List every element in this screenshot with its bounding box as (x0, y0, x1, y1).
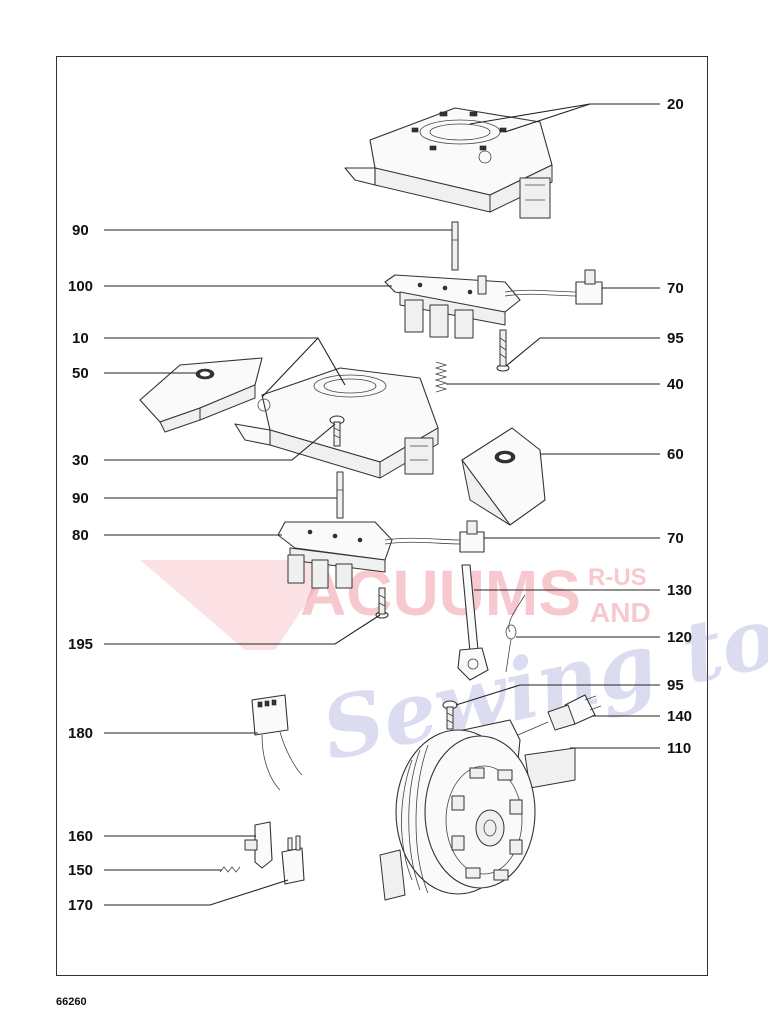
part-90-rod-lower (336, 471, 344, 519)
label-120: 120 (667, 629, 692, 646)
label-95-lower: 95 (667, 677, 684, 694)
part-195-screw (375, 587, 389, 619)
part-labels: 20 90 100 70 95 10 50 40 30 60 90 80 70 … (68, 96, 692, 914)
label-70-upper: 70 (667, 280, 684, 297)
label-10: 10 (72, 330, 89, 347)
part-120-spring (505, 594, 526, 673)
part-30-screw (329, 415, 345, 447)
watermark-v-shape (140, 560, 335, 650)
label-100: 100 (68, 278, 93, 295)
part-90-rod-upper (451, 221, 459, 271)
label-70-lower: 70 (667, 530, 684, 547)
label-130: 130 (667, 582, 692, 599)
label-140: 140 (667, 708, 692, 725)
part-130-lever (457, 564, 489, 681)
part-20-upper-cover (344, 107, 553, 219)
label-195: 195 (68, 636, 93, 653)
label-60: 60 (667, 446, 684, 463)
label-160: 160 (68, 828, 93, 845)
document-code: 66260 (56, 996, 87, 1008)
diagram-frame (56, 56, 708, 976)
part-60-button-cap (461, 427, 546, 526)
part-40-spring (434, 361, 448, 393)
label-40: 40 (667, 376, 684, 393)
label-180: 180 (68, 725, 93, 742)
label-170: 170 (68, 897, 93, 914)
part-110-cord-reel (379, 719, 576, 901)
part-50-small-cover (139, 357, 263, 433)
watermark-rus: R-US (588, 564, 647, 591)
part-10-main-cover (234, 367, 439, 479)
part-140-plug (489, 694, 602, 749)
part-80-lower-circuit-plate (277, 520, 485, 589)
label-110: 110 (667, 740, 691, 757)
part-100-circuit-plate (384, 269, 603, 339)
part-180-connector (251, 694, 303, 791)
reel-spokes (451, 767, 523, 881)
label-150: 150 (68, 862, 93, 879)
watermark-and: AND (590, 597, 651, 628)
label-80: 80 (72, 527, 89, 544)
label-50: 50 (72, 365, 89, 382)
part-160-switch-bracket (244, 821, 273, 869)
label-90-lower: 90 (72, 490, 89, 507)
leader-lines (104, 103, 660, 906)
label-30: 30 (72, 452, 89, 469)
part-150-small-spring (219, 866, 241, 873)
label-20: 20 (667, 96, 684, 113)
part-170-microswitch (281, 835, 305, 885)
label-95-upper: 95 (667, 330, 684, 347)
label-90-upper: 90 (72, 222, 89, 239)
